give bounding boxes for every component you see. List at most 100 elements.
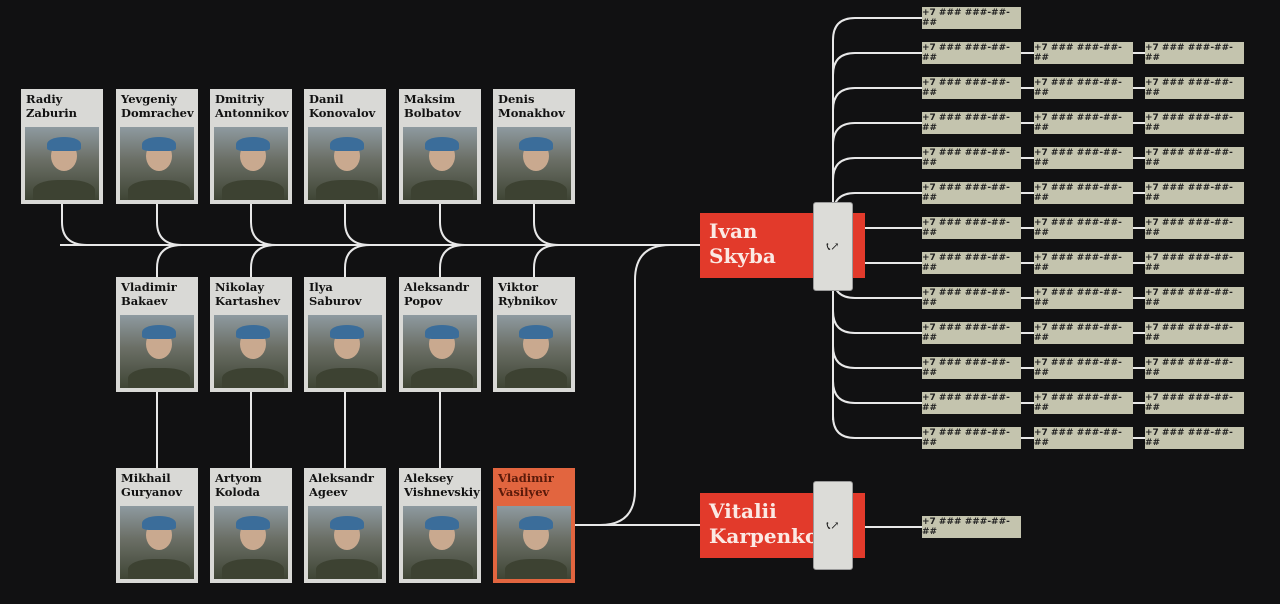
connector-line	[344, 244, 371, 277]
masked-phone-number[interactable]: +7 ### ###-##-##	[1145, 112, 1244, 134]
person-photo	[403, 315, 477, 388]
person-photo	[308, 506, 382, 579]
masked-phone-number[interactable]: +7 ### ###-##-##	[922, 392, 1021, 414]
masked-phone-number[interactable]: +7 ### ###-##-##	[1034, 357, 1133, 379]
first-name: Vladimir	[121, 280, 177, 294]
masked-phone-number[interactable]: +7 ### ###-##-##	[922, 252, 1021, 274]
first-name: Denis	[498, 92, 535, 106]
photo-body	[33, 180, 95, 200]
person-photo	[214, 315, 288, 388]
photo-beret	[519, 516, 553, 530]
photo-beret	[47, 137, 81, 151]
masked-phone-number[interactable]: +7 ### ###-##-##	[1034, 427, 1133, 449]
masked-phone-number[interactable]: +7 ### ###-##-##	[922, 217, 1021, 239]
last-name: Vishnevskiy	[404, 485, 480, 499]
masked-phone-number[interactable]: +7 ### ###-##-##	[1034, 392, 1133, 414]
masked-phone-number[interactable]: +7 ### ###-##-##	[922, 7, 1021, 29]
person-photo	[497, 127, 571, 200]
last-name: Bakaev	[121, 294, 168, 308]
masked-phone-number[interactable]: +7 ### ###-##-##	[1034, 322, 1133, 344]
masked-phone-number[interactable]: +7 ### ###-##-##	[1145, 42, 1244, 64]
first-name: Vladimir	[498, 471, 554, 485]
phone-card[interactable]: 📞︎↗	[813, 481, 853, 570]
photo-beret	[236, 516, 270, 530]
connector-line	[156, 204, 183, 246]
masked-phone-number[interactable]: +7 ### ###-##-##	[1145, 287, 1244, 309]
masked-phone-number[interactable]: +7 ### ###-##-##	[1034, 147, 1133, 169]
masked-phone-number[interactable]: +7 ### ###-##-##	[922, 287, 1021, 309]
masked-phone-number[interactable]: +7 ### ###-##-##	[1034, 77, 1133, 99]
last-name: Popov	[404, 294, 443, 308]
contact-last-name: Karpenko	[709, 524, 819, 548]
masked-phone-number[interactable]: +7 ### ###-##-##	[1145, 182, 1244, 204]
photo-body	[222, 559, 284, 579]
last-name: Domrachev	[121, 106, 194, 120]
masked-phone-number[interactable]: +7 ### ###-##-##	[1034, 112, 1133, 134]
person-photo	[25, 127, 99, 200]
connector-line	[250, 204, 277, 246]
connector-line	[832, 157, 922, 181]
first-name: Danil	[309, 92, 344, 106]
photo-beret	[425, 325, 459, 339]
masked-phone-number[interactable]: +7 ### ###-##-##	[922, 516, 1021, 538]
masked-phone-number[interactable]: +7 ### ###-##-##	[922, 42, 1021, 64]
connector-line	[439, 244, 466, 277]
masked-phone-number[interactable]: +7 ### ###-##-##	[1145, 217, 1244, 239]
masked-phone-number[interactable]: +7 ### ###-##-##	[1145, 427, 1244, 449]
connector-line	[832, 52, 922, 76]
masked-phone-number[interactable]: +7 ### ###-##-##	[1145, 77, 1244, 99]
masked-phone-number[interactable]: +7 ### ###-##-##	[922, 147, 1021, 169]
masked-phone-number[interactable]: +7 ### ###-##-##	[922, 322, 1021, 344]
masked-phone-number[interactable]: +7 ### ###-##-##	[1034, 182, 1133, 204]
masked-phone-number[interactable]: +7 ### ###-##-##	[922, 357, 1021, 379]
first-name: Nikolay	[215, 280, 265, 294]
first-name: Yevgeniy	[121, 92, 177, 106]
photo-body	[128, 368, 190, 388]
masked-phone-number[interactable]: +7 ### ###-##-##	[1034, 252, 1133, 274]
photo-body	[505, 180, 567, 200]
first-name: Maksim	[404, 92, 456, 106]
masked-phone-number[interactable]: +7 ### ###-##-##	[922, 427, 1021, 449]
masked-phone-number[interactable]: +7 ### ###-##-##	[1034, 42, 1133, 64]
masked-phone-number[interactable]: +7 ### ###-##-##	[1145, 357, 1244, 379]
masked-phone-number[interactable]: +7 ### ###-##-##	[922, 182, 1021, 204]
first-name: Artyom	[215, 471, 262, 485]
vasilyev-link	[575, 244, 671, 526]
masked-phone-number[interactable]: +7 ### ###-##-##	[1145, 147, 1244, 169]
masked-phone-number[interactable]: +7 ### ###-##-##	[1145, 252, 1244, 274]
phone-card[interactable]: 📞︎↗	[813, 202, 853, 291]
photo-beret	[236, 137, 270, 151]
photo-beret	[330, 325, 364, 339]
masked-phone-number[interactable]: +7 ### ###-##-##	[1145, 392, 1244, 414]
first-name: Radiy	[26, 92, 63, 106]
masked-phone-number[interactable]: +7 ### ###-##-##	[1145, 322, 1244, 344]
last-name: Kartashev	[215, 294, 281, 308]
masked-phone-number[interactable]: +7 ### ###-##-##	[1034, 217, 1133, 239]
masked-phone-number[interactable]: +7 ### ###-##-##	[922, 77, 1021, 99]
photo-body	[128, 559, 190, 579]
masked-phone-number[interactable]: +7 ### ###-##-##	[922, 112, 1021, 134]
photo-beret	[519, 137, 553, 151]
last-name: Antonnikov	[215, 106, 289, 120]
first-name: Aleksey	[404, 471, 454, 485]
masked-phone-number[interactable]: +7 ### ###-##-##	[1034, 287, 1133, 309]
